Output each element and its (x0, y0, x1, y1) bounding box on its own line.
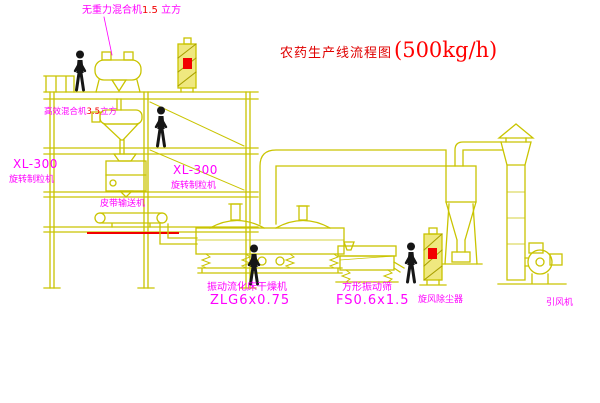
exhaust-duct (259, 149, 447, 225)
worker-figure (404, 241, 418, 284)
gravity-mixer-num: 1.5 (142, 5, 158, 16)
gravity-mixer-name: 无重力混合机 (82, 5, 142, 16)
high-mixer-num: 3.5 (86, 107, 101, 117)
label-granulator-left-model: XL-300 (13, 157, 58, 171)
electric-cabinet-top (177, 37, 197, 93)
square-sieve-unit (335, 241, 405, 283)
granulator-unit (105, 153, 147, 198)
gravity-mixer-unit: 立方 (161, 5, 182, 16)
label-cyclone: 旋风除尘器 (418, 295, 464, 305)
worker-figure (247, 243, 261, 286)
label-belt-conveyor: 皮带输送机 (100, 199, 146, 209)
label-dryer-model: ZLG6x0.75 (210, 293, 291, 308)
label-leader-line (103, 16, 113, 56)
worker-figure (73, 49, 87, 92)
title-text: 农药生产线流程图 (280, 46, 393, 61)
label-induced-fan: 引风机 (546, 298, 574, 308)
label-gravity-mixer: 无重力混合机1.5 立方 (82, 5, 181, 16)
high-efficiency-mixer-unit (91, 109, 143, 155)
label-sieve-model: FS0.6x1.5 (336, 293, 410, 308)
building-structure (43, 75, 259, 289)
diagram-title: 农药生产线流程图 (500kg/h) (280, 38, 497, 62)
high-mixer-unit: 立方 (100, 107, 118, 117)
title-capacity: (500kg/h) (394, 38, 498, 62)
label-granulator-right-model: XL-300 (173, 163, 218, 177)
label-granulator-right-name: 旋转制粒机 (171, 181, 217, 191)
dryer-feed-pipe (159, 223, 198, 245)
label-sieve-name: 方形振动筛 (342, 282, 392, 293)
induced-draft-fan-unit (497, 242, 567, 285)
belt-conveyor-unit (94, 212, 168, 228)
label-granulator-left-name: 旋转制粒机 (9, 175, 55, 185)
high-mixer-name: 高效混合机 (44, 107, 87, 117)
label-high-mixer: 高效混合机3.5立方 (44, 107, 118, 117)
exhaust-stack (497, 123, 535, 281)
worker-figure (154, 105, 168, 148)
cyclone-separator-unit (439, 141, 504, 265)
electric-cabinet-ground (419, 227, 447, 286)
fluid-bed-dryer-unit (195, 203, 345, 274)
label-dryer-name: 振动流化床干燥机 (207, 282, 287, 293)
gravity-mixer-unit (94, 51, 142, 111)
